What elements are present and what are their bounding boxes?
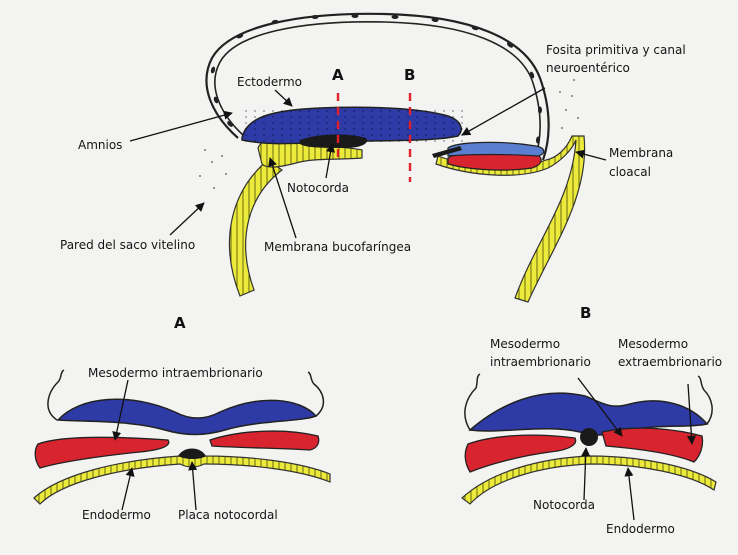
label-membrana-line1: Membrana (609, 146, 674, 160)
amnion-membrane (205, 12, 550, 161)
label-meso-intra-line1: Mesodermo (490, 337, 561, 351)
cut-label-b: B (404, 66, 416, 84)
label-meso-intra-line2: intraembrionario (490, 355, 591, 369)
panel-a-endoderm (33, 450, 331, 505)
label-placa-notocordal: Placa notocordal (178, 508, 278, 522)
panel-b-endoderm (461, 455, 717, 505)
label-fosita-line1: Fosita primitiva y canal (546, 43, 686, 57)
amnion-cells (210, 14, 542, 144)
label-membrana-bucofaringea: Membrana bucofaríngea (264, 240, 412, 254)
label-mesodermo-a: Mesodermo intraembrionario (88, 366, 263, 380)
label-pared-saco: Pared del saco vitelino (60, 238, 196, 252)
panel-b-mesoderm-left (464, 434, 577, 473)
cut-label-a: A (332, 66, 344, 84)
label-notocorda-top: Notocorda (287, 181, 349, 195)
panel-b-mesoderm-right (601, 427, 704, 463)
label-meso-extra-line2: extraembrionario (618, 355, 723, 369)
panel-a-mesoderm-left (34, 436, 170, 469)
label-endodermo-b: Endodermo (606, 522, 675, 536)
label-fosita-line2: neuroentérico (546, 61, 630, 75)
panel-a-section (33, 369, 331, 511)
panel-b-ectoderm (468, 392, 709, 436)
panel-b-section (461, 373, 717, 521)
panel-b-notochord (580, 428, 598, 446)
label-membrana-line2: cloacal (609, 165, 651, 179)
primitive-pit (432, 146, 462, 158)
yolk-sac-wall-left (228, 159, 284, 297)
stipple (199, 79, 579, 189)
panel-a-notochordal-plate (178, 448, 206, 459)
label-amnios: Amnios (78, 138, 123, 152)
yolk-sac-wall-right (435, 135, 586, 303)
top-diagram (129, 12, 607, 303)
label-meso-extra-line1: Mesodermo (618, 337, 689, 351)
ectoderm-caudal (447, 141, 545, 157)
panel-b-title: B (580, 304, 592, 322)
label-notocorda-b: Notocorda (533, 498, 595, 512)
notochord-top (300, 134, 368, 148)
top-arrows (129, 87, 607, 239)
label-endodermo-a: Endodermo (82, 508, 151, 522)
panel-a-mesoderm-right (209, 430, 320, 451)
label-ectodermo: Ectodermo (237, 75, 302, 89)
panel-a-title: A (174, 314, 186, 332)
panel-a-ectoderm (56, 398, 318, 436)
